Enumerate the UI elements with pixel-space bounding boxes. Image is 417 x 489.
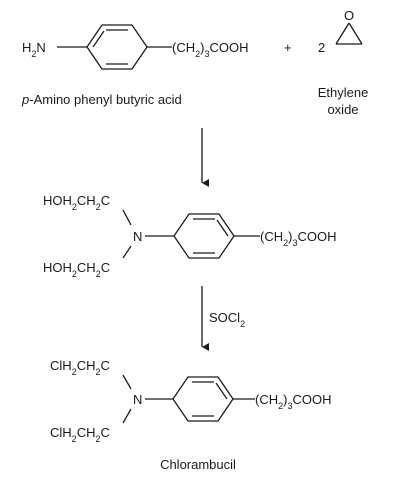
reactant-1: H2N (CH2)3COOH p-Amino phenyl butyric ac… [21, 24, 248, 107]
ethylene-oxide-name-line2: oxide [327, 102, 358, 117]
product: ClH2CH2C N ClH2CH2C (CH2)3COOH Chlorambu… [50, 358, 331, 472]
epoxide-ring [335, 22, 363, 45]
product-name: Chlorambucil [160, 457, 236, 472]
benzene-ring-2 [173, 213, 235, 259]
plus-sign: + [284, 40, 292, 55]
nitrogen-atom: N [133, 229, 142, 244]
ethylene-oxide-name-line1: Ethylene [318, 85, 369, 100]
reactant-1-name: p-Amino phenyl butyric acid [21, 92, 182, 107]
intermediate: HOH2CH2C N HOH2CH2C (CH2)3COOH [43, 193, 336, 279]
epoxide-oxygen: O [344, 8, 354, 23]
chloroethyl-arm-bottom: ClH2CH2C [50, 425, 110, 444]
chloroethyl-arm-top: ClH2CH2C [50, 358, 110, 377]
bond-arm-top [122, 374, 132, 390]
hydroxyethyl-arm-bottom: HOH2CH2C [43, 260, 110, 279]
reactant-2: 2 O Ethylene oxide [318, 8, 369, 117]
coefficient: 2 [318, 40, 325, 55]
butyric-acid-chain: (CH2)3COOH [255, 392, 331, 411]
bond-arm-top [122, 209, 132, 226]
benzene-ring-3 [172, 376, 234, 422]
bond-arm-bottom [122, 408, 132, 424]
butyric-acid-chain: (CH2)3COOH [172, 40, 248, 59]
amine-group: H2N [22, 40, 46, 59]
bond-arm-bottom [122, 245, 132, 259]
benzene-ring-1 [86, 24, 148, 70]
reagent-label: SOCl2 [209, 310, 245, 329]
hydroxyethyl-arm-top: HOH2CH2C [43, 193, 110, 212]
butyric-acid-chain: (CH2)3COOH [260, 229, 336, 248]
nitrogen-atom: N [133, 392, 142, 407]
